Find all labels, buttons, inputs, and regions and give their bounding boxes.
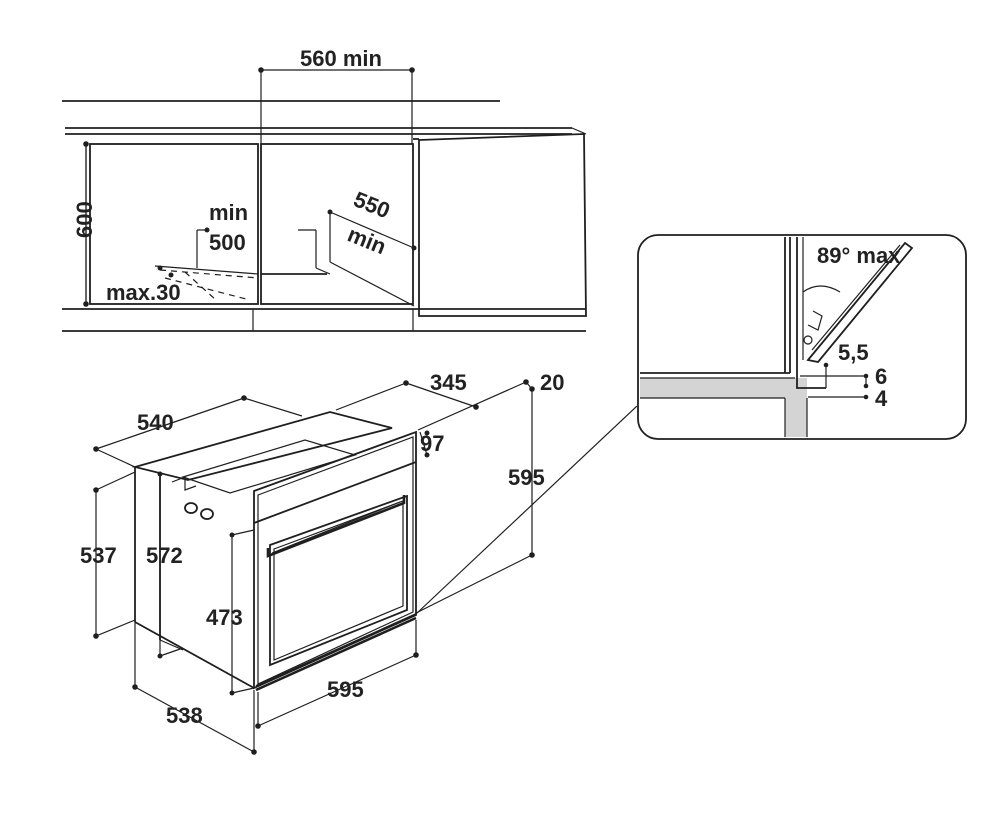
dim-max30-label: max.30 <box>106 280 181 305</box>
dim-min-label: min <box>209 200 248 225</box>
door-gap-detail: 5,5 6 4 89° max <box>637 234 967 440</box>
dim-20-label: 20 <box>540 370 564 395</box>
dim-560-min-label: 560 min <box>300 46 382 71</box>
oven-dimension-view: 540 345 20 97 595 537 572 <box>80 370 638 755</box>
dim-97-label: 97 <box>420 431 444 456</box>
dim-595-width-label: 595 <box>327 677 364 702</box>
dim-473-label: 473 <box>206 605 243 630</box>
dim-6-label: 6 <box>875 364 887 389</box>
dim-4-label: 4 <box>875 386 888 411</box>
angle-89-label: 89° max <box>817 243 901 268</box>
dim-572-label: 572 <box>146 543 183 568</box>
dim-595-height-label: 595 <box>508 465 545 490</box>
dim-345-label: 345 <box>430 370 467 395</box>
dim-550-label: 550 <box>350 186 393 223</box>
dim-550-min-label: min <box>344 221 390 259</box>
dim-538-label: 538 <box>166 703 203 728</box>
cabinet-niche-view: 560 min 600 min 500 max.30 550 min <box>62 46 587 332</box>
dim-540-label: 540 <box>137 410 174 435</box>
dim-537-label: 537 <box>80 543 117 568</box>
dim-500-label: 500 <box>209 230 246 255</box>
dim-600-label: 600 <box>72 201 97 238</box>
dim-5-5-label: 5,5 <box>838 340 869 365</box>
